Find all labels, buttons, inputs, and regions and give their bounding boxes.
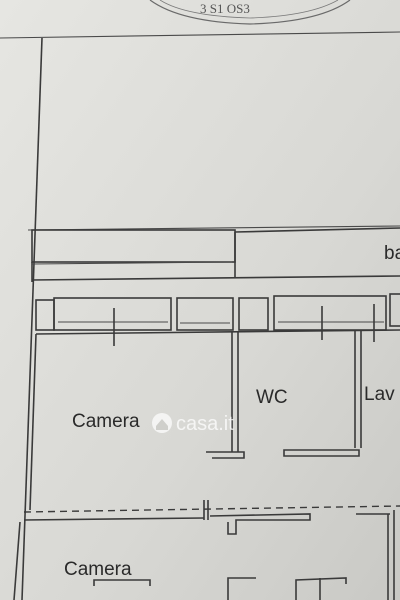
partition-line: [13, 500, 400, 600]
interior-walls: [29, 330, 362, 511]
room-label-camera-1: Camera: [72, 411, 140, 432]
room-label-wc: WC: [256, 387, 288, 408]
room-label-ba: ba: [384, 243, 400, 264]
stamp-text: 3 S1 OS3: [200, 1, 250, 16]
room-label-lav: Lav: [364, 384, 395, 405]
watermark-text: casa.it: [176, 413, 234, 435]
watermark: casa.it: [152, 413, 234, 435]
window-band: [35, 293, 400, 346]
upper-strip: [31, 227, 400, 282]
room-label-camera-2: Camera: [64, 559, 132, 580]
lower-fixtures: [93, 577, 347, 600]
stamp: 3 S1 OS3: [149, 0, 351, 25]
house-circle-icon: [152, 413, 172, 433]
